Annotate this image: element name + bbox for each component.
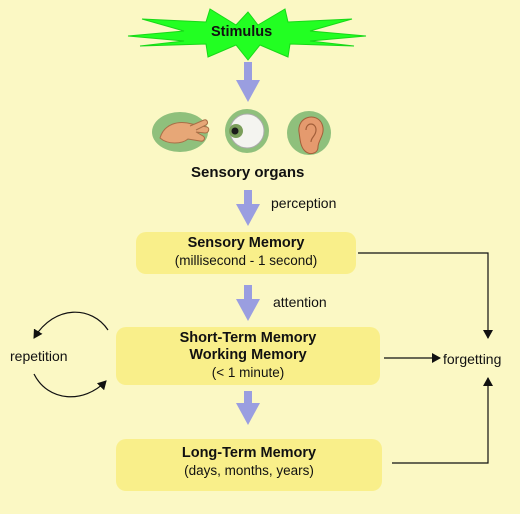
repetition-label: repetition — [10, 348, 68, 364]
stimulus-starburst — [127, 8, 367, 61]
stimulus-label: Stimulus — [211, 24, 273, 40]
ear-icon — [287, 111, 331, 155]
sensory-memory-box: Sensory Memory (millisecond - 1 second) — [136, 232, 356, 274]
eye-icon — [225, 109, 269, 153]
sensory-memory-title: Sensory Memory — [187, 235, 305, 251]
perception-label: perception — [271, 195, 337, 211]
arrow-perception — [236, 190, 260, 226]
short-term-memory-title: Short-Term Memory — [179, 330, 317, 346]
arrow-consolidation — [236, 391, 260, 425]
short-term-memory-duration: (< 1 minute) — [211, 365, 285, 380]
long-term-memory-title: Long-Term Memory — [181, 445, 317, 461]
sensory-to-forgetting-line — [358, 252, 493, 339]
long-term-to-forgetting-line — [392, 377, 493, 464]
attention-label: attention — [273, 294, 327, 310]
sensory-memory-duration: (millisecond - 1 second) — [174, 253, 318, 268]
long-term-memory-duration: (days, months, years) — [184, 463, 314, 478]
repetition-loop-top-arrow — [33, 311, 109, 339]
long-term-memory-box: Long-Term Memory (days, months, years) — [116, 439, 382, 491]
working-memory-title: Working Memory — [189, 347, 307, 363]
forgetting-label: forgetting — [443, 351, 502, 367]
arrow-attention — [236, 285, 260, 321]
short-term-memory-box: Short-Term Memory Working Memory (< 1 mi… — [116, 327, 380, 385]
arrow-stimulus-to-organs — [236, 62, 260, 102]
sensory-organs-label: Sensory organs — [191, 164, 305, 181]
repetition-loop-bottom-arrow — [33, 373, 107, 398]
hand-icon — [152, 112, 210, 152]
